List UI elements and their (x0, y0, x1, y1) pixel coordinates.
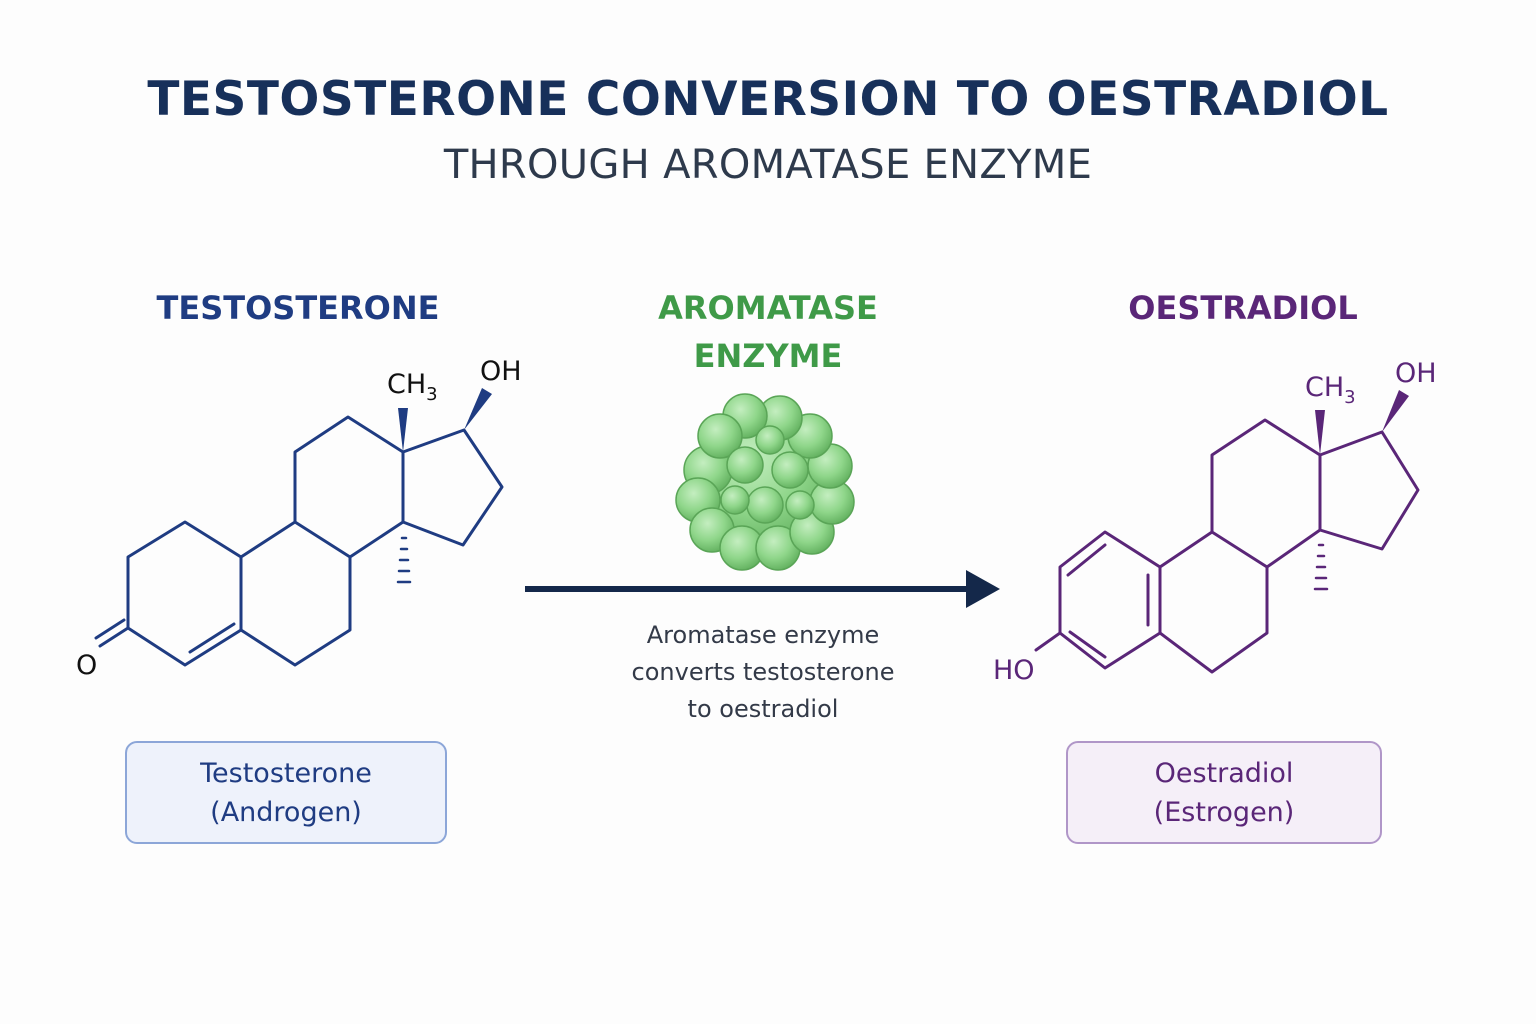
reaction-arrow (525, 570, 1000, 608)
oestradiol-oh-wedge (1382, 390, 1409, 432)
oestradiol-label: OESTRADIOL (1128, 289, 1358, 327)
enzyme-label-line2: ENZYME (693, 337, 843, 375)
testosterone-ring-c (293, 415, 405, 559)
oestradiol-box-line2: (Estrogen) (1153, 796, 1295, 828)
testosterone-oh-wedge (464, 388, 492, 430)
testosterone-ketone-bond-1 (98, 626, 130, 648)
testosterone-ketone-text: O (76, 650, 97, 681)
caption-line2: converts testosterone (631, 658, 895, 686)
enzyme-label-line1: AROMATASE (658, 289, 878, 327)
testosterone-info-box: Testosterone (Androgen) (125, 741, 447, 844)
testosterone-box-line2: (Androgen) (210, 796, 362, 828)
testosterone-ring-a (126, 520, 243, 667)
oestradiol-info-box: Oestradiol (Estrogen) (1066, 741, 1382, 844)
oestradiol-box-line1: Oestradiol (1154, 757, 1294, 789)
reaction-caption: Aromatase enzyme converts testosterone t… (563, 617, 963, 728)
testosterone-methyl-wedge (398, 408, 408, 452)
oestradiol-ring-c (1210, 418, 1322, 569)
testosterone-hash-bond (396, 536, 412, 584)
oestradiol-phenol-text: HO (993, 655, 1035, 686)
oestradiol-structure (1034, 390, 1420, 674)
enzyme-label: AROMATASE ENZYME (568, 284, 968, 380)
oestradiol-aromatic-bond-1 (1066, 543, 1107, 577)
oestradiol-hash-bond (1313, 543, 1329, 591)
testosterone-label: TESTOSTERONE (156, 289, 440, 327)
testosterone-structure (94, 388, 504, 667)
testosterone-oh-text: OH (480, 356, 522, 387)
testosterone-methyl-text: CH3 (387, 369, 438, 405)
caption-line1: Aromatase enzyme (646, 621, 880, 649)
testosterone-ketone-bond-2 (94, 618, 126, 640)
oestradiol-methyl-text: CH3 (1305, 372, 1356, 408)
oestradiol-methyl-wedge (1315, 410, 1325, 455)
page-subtitle: THROUGH AROMATASE ENZYME (443, 142, 1093, 188)
testosterone-box-line1: Testosterone (200, 757, 372, 789)
testosterone-ring-b (239, 520, 352, 667)
testosterone-double-bond (188, 622, 236, 654)
oestradiol-ring-d (1318, 430, 1420, 551)
oestradiol-ring-b (1158, 530, 1269, 674)
protein-blob-icon (675, 393, 855, 571)
oestradiol-oh-text: OH (1395, 358, 1437, 389)
oestradiol-ring-a (1058, 530, 1162, 670)
oestradiol-aromatic-bond-3 (1068, 630, 1107, 659)
caption-line3: to oestradiol (687, 695, 839, 723)
oestradiol-phenol-bond (1034, 631, 1062, 652)
page-title: TESTOSTERONE CONVERSION TO OESTRADIOL (147, 72, 1389, 127)
testosterone-ring-d (401, 428, 504, 547)
